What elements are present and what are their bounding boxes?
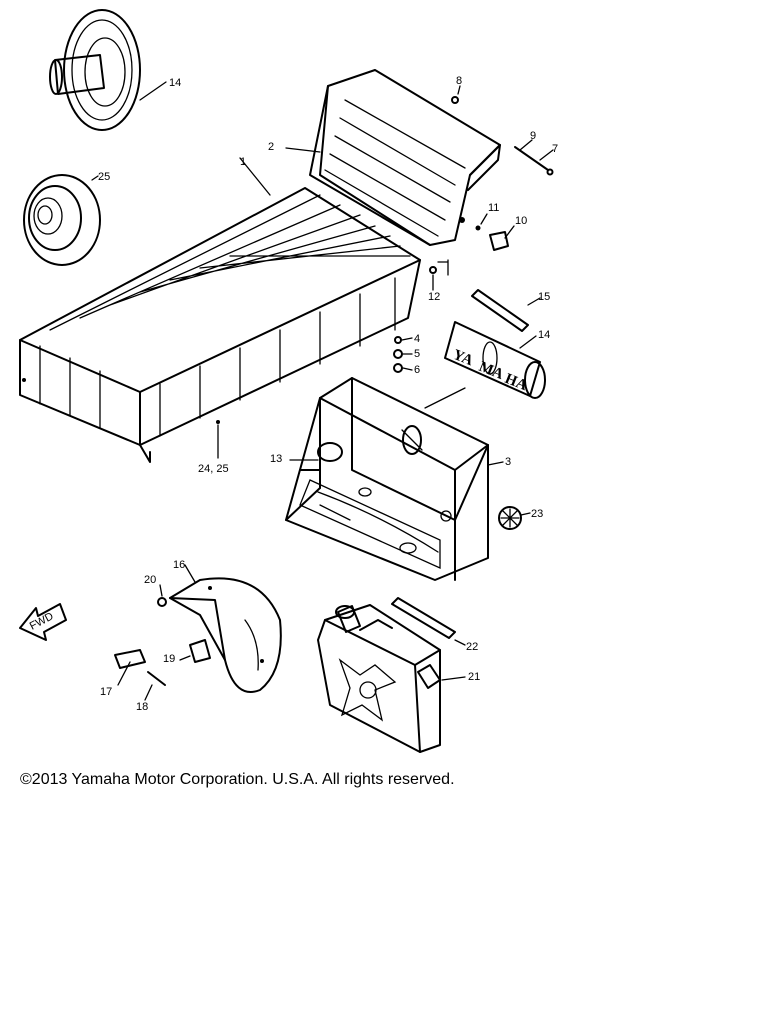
callout-7: 7 <box>552 143 558 155</box>
fwd-arrow-icon: FWD <box>19 603 67 641</box>
tube-stamp-2: MA <box>477 359 506 383</box>
jerry-can-part <box>317 597 466 753</box>
tube-stamp-3: HA <box>503 371 530 394</box>
parts-diagram: 14 25 1 24, 25 2 <box>19 9 558 753</box>
tube-stamp-1: YA <box>451 347 476 369</box>
callout-12: 12 <box>428 291 440 303</box>
callout-2-backrest: 2 <box>268 141 274 153</box>
backrest-part <box>285 69 501 246</box>
callout-21: 21 <box>468 671 480 683</box>
pulley-part <box>49 9 167 131</box>
callout-13: 13 <box>270 453 282 465</box>
callout-9: 9 <box>530 130 536 142</box>
callout-14-tube: 14 <box>538 329 550 341</box>
washers-4-5-6 <box>393 336 413 373</box>
callout-4: 4 <box>414 333 420 345</box>
callout-17: 17 <box>100 686 112 698</box>
callout-22: 22 <box>466 641 478 653</box>
callout-1-seat: 1 <box>240 156 246 168</box>
callout-25-cap: 25 <box>98 171 110 183</box>
chute-bracket-part <box>114 564 282 701</box>
callout-24-25: 24, 25 <box>198 463 229 475</box>
callout-6: 6 <box>414 364 420 376</box>
callout-23: 23 <box>531 508 543 520</box>
callout-5: 5 <box>414 348 420 360</box>
callout-14-pulley: 14 <box>169 77 181 89</box>
copyright-text: ©2013 Yamaha Motor Corporation. U.S.A. A… <box>20 771 455 788</box>
knob-part <box>498 506 531 530</box>
callout-10: 10 <box>515 215 527 227</box>
callout-19: 19 <box>163 653 175 665</box>
callout-3-frame: 3 <box>505 456 511 468</box>
callout-18: 18 <box>136 701 148 713</box>
callout-11: 11 <box>488 202 499 214</box>
tool-tube-part: YA MA HA <box>424 289 546 409</box>
callout-15: 15 <box>538 291 550 303</box>
cap-part <box>23 174 101 266</box>
callout-16: 16 <box>173 559 185 571</box>
backrest-hardware <box>429 85 554 291</box>
callout-20: 20 <box>144 574 156 586</box>
callout-8: 8 <box>456 75 462 87</box>
seat-cover-part <box>19 157 421 463</box>
frame-box-part <box>285 377 504 581</box>
